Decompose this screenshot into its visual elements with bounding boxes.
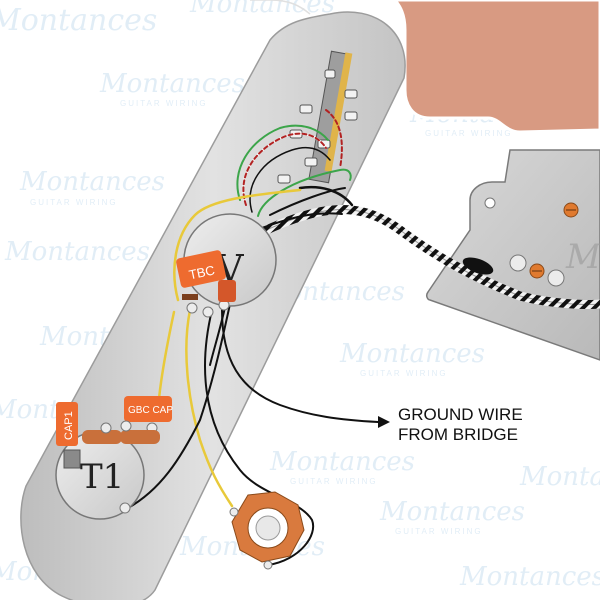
callout-line-2: FROM BRIDGE <box>398 425 518 444</box>
watermark-sub: GUITAR WIRING <box>425 129 513 138</box>
selector-switch <box>277 50 358 184</box>
watermark: Montances <box>269 447 415 477</box>
watermark: Montances <box>19 167 165 197</box>
pickup-logo: M <box>565 237 600 277</box>
gbc-cap-component: GBC CAP <box>100 396 173 444</box>
watermark: Montances <box>519 462 600 492</box>
screw-icon <box>484 197 496 209</box>
cap1-component: CAP1 <box>56 402 122 469</box>
pole-piece-icon <box>547 269 565 287</box>
watermark-sub: GUITAR WIRING <box>360 369 448 378</box>
watermark: Montances <box>189 0 335 19</box>
output-jack <box>229 491 305 570</box>
braided-cable <box>257 205 600 309</box>
jack-lug-icon <box>229 507 239 517</box>
callout-line-1: GROUND WIRE <box>398 405 523 424</box>
cap1-label: CAP1 <box>63 411 75 440</box>
ground-wire-callout: GROUND WIRE FROM BRIDGE <box>378 405 523 444</box>
braided-cable <box>261 209 600 305</box>
watermark: Montances <box>339 339 485 369</box>
jack-lug-icon <box>263 560 273 570</box>
gbc-cap-label: GBC CAP <box>128 405 173 416</box>
watermark: Montances <box>99 69 245 99</box>
watermark-sub: GUITAR WIRING <box>290 477 378 486</box>
watermark: Montances <box>0 3 157 38</box>
tone-pot-label: T1 <box>80 457 124 497</box>
watermark-sub: GUITAR WIRING <box>395 527 483 536</box>
bridge-pickup: M <box>426 149 600 361</box>
pickguard-edge <box>250 0 311 15</box>
tbc-component: TBC <box>176 250 236 302</box>
ground-wire <box>221 309 379 423</box>
watermark: Montances <box>379 497 525 527</box>
watermark-sub: GUITAR WIRING <box>30 198 118 207</box>
watermark-sub: GUITAR WIRING <box>120 99 208 108</box>
arrow-icon <box>378 416 390 428</box>
volume-pot: V TBC <box>176 213 277 318</box>
pole-piece-icon <box>509 254 527 272</box>
tbc-label: TBC <box>187 262 216 282</box>
pickguard <box>393 0 600 134</box>
watermark: Montances <box>459 562 600 592</box>
watermark: Montances <box>4 237 150 267</box>
cable-grommet <box>462 257 494 275</box>
